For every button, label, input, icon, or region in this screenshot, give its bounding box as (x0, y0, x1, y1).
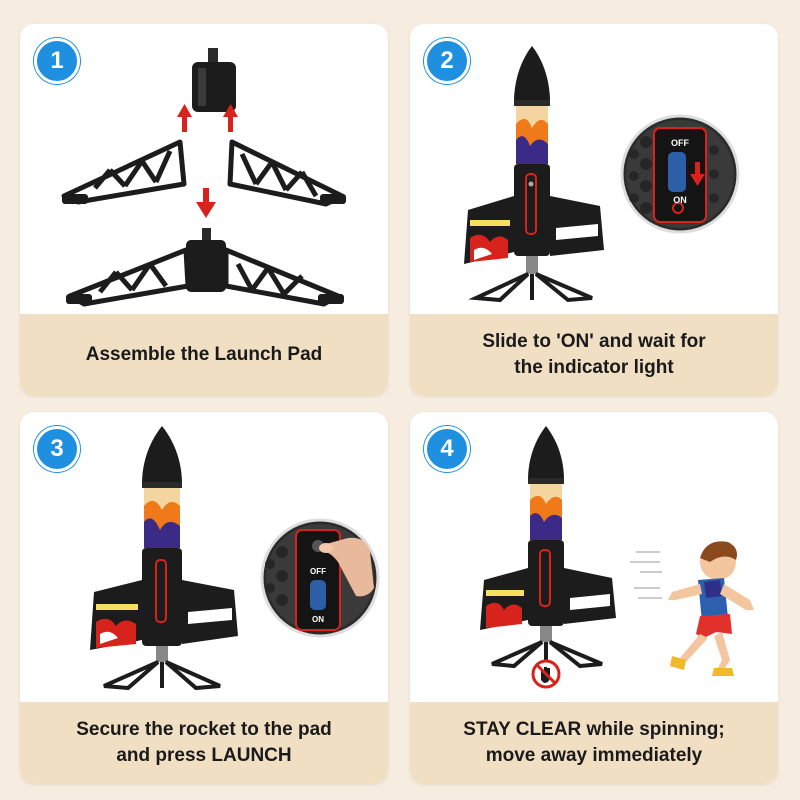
launch-pad-assembled (66, 228, 344, 307)
caption-line: and press LAUNCH (116, 745, 292, 766)
launch-pad-hub-top (192, 48, 236, 112)
caption-line: Slide to 'ON' and wait for (482, 331, 706, 352)
caption-line: Assemble the Launch Pad (85, 344, 323, 365)
step-caption: Secure the rocket to the pad and press L… (20, 702, 388, 784)
step-number-badge: 2 (424, 38, 470, 84)
caption-line: STAY CLEAR while spinning; (463, 719, 725, 740)
rocket-switch-illustration: OFF ON (464, 46, 740, 303)
rocket-toy (90, 426, 238, 691)
launch-pad-leg-left (61, 139, 187, 205)
stay-clear-illustration (480, 426, 754, 689)
running-boy-icon (630, 541, 754, 676)
rocket-toy (464, 46, 604, 303)
step-2-panel: 2 (410, 24, 778, 396)
rocket-toy (480, 426, 616, 669)
step-4-panel: 4 (410, 412, 778, 784)
switch-on-label: ON (312, 615, 324, 624)
step-3-panel: 3 (20, 412, 388, 784)
step-number-badge: 3 (34, 426, 80, 472)
down-arrow-icon (196, 188, 216, 218)
switch-off-label: OFF (310, 567, 326, 576)
switch-closeup: OFF ON (620, 114, 740, 234)
step-number-badge: 1 (34, 38, 80, 84)
caption-line: the indicator light (514, 357, 674, 378)
pressing-finger-icon (319, 537, 374, 597)
step-1-panel: 1 (20, 24, 388, 396)
caption-line: Secure the rocket to the pad (76, 719, 332, 740)
step-caption: STAY CLEAR while spinning; move away imm… (410, 702, 778, 784)
step-number-badge: 4 (424, 426, 470, 472)
down-arrow-icon (690, 162, 705, 186)
no-touch-warning-icon (531, 659, 561, 689)
switch-off-label: OFF (671, 138, 689, 148)
caption-line: move away immediately (485, 745, 703, 766)
step-caption: Assemble the Launch Pad (20, 314, 388, 396)
launch-button-closeup: OFF ON (260, 518, 380, 638)
rocket-launch-button-illustration: OFF ON (90, 426, 380, 691)
launch-pad-assembly-illustration (61, 48, 346, 307)
switch-on-label: ON (673, 195, 687, 205)
step-caption: Slide to 'ON' and wait for the indicator… (410, 314, 778, 396)
up-arrow-icon (177, 104, 238, 132)
